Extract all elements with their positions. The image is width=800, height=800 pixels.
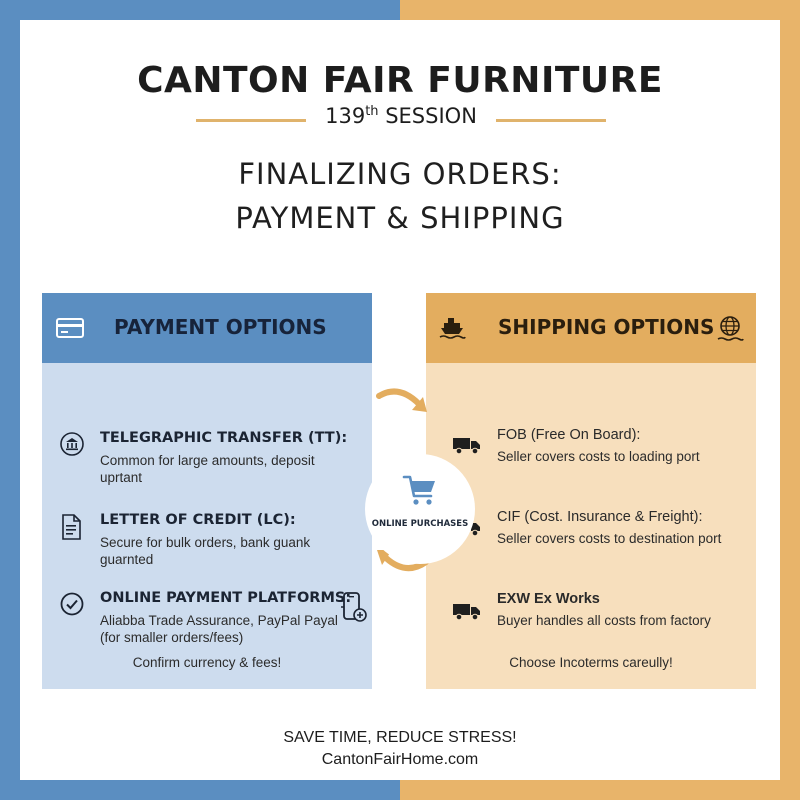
payment-options-header: PAYMENT OPTIONS (42, 293, 372, 363)
payment-item-desc: Aliabba Trade Assurance, PayPal Payal (f… (100, 613, 338, 645)
truck-icon (453, 438, 480, 455)
footer-website: CantonFairHome.com (321, 751, 479, 768)
shopping-cart-icon (402, 475, 435, 505)
arrow-right-icon (376, 388, 427, 412)
online-purchases-hub: ONLINE PURCHASES (365, 454, 475, 564)
session-divider-right (496, 119, 606, 122)
payment-options-panel: PAYMENT OPTIONS TELEGRAPHIC TRANSFER (TT… (42, 293, 372, 689)
payment-item-title: TELEGRAPHIC TRANSFER (TT): (100, 430, 348, 446)
shipping-options-header: SHIPPING OPTIONS (426, 293, 756, 363)
shipping-options-panel: SHIPPING OPTIONS FOB (Free On Board): Se… (426, 293, 756, 689)
page-title: CANTON FAIR FURNITURE (137, 60, 663, 101)
hub-label: ONLINE PURCHASES (371, 519, 469, 529)
truck-icon (453, 604, 480, 621)
session-number: 139 (325, 104, 366, 128)
content-card: CANTON FAIR FURNITURE 139th SESSION FINA… (20, 20, 780, 780)
subtitle-line-2: PAYMENT & SHIPPING (235, 201, 565, 235)
payment-item-desc: Common for large amounts, deposit uprtan… (100, 453, 315, 485)
session-word: SESSION (378, 104, 477, 128)
payment-item-title: ONLINE PAYMENT PLATFORMS: (100, 590, 352, 606)
shipping-item-desc: Seller covers costs to destination port (497, 531, 722, 546)
payment-options-title: PAYMENT OPTIONS (114, 315, 327, 339)
payment-item-title: LETTER OF CREDIT (LC): (100, 512, 296, 528)
shipping-item-desc: Buyer handles all costs from factory (497, 613, 711, 628)
bank-icon (60, 432, 84, 456)
check-circle-icon (60, 592, 84, 616)
shipping-options-title: SHIPPING OPTIONS (498, 315, 715, 339)
session-suffix: th (365, 104, 379, 119)
subtitle-line-1: FINALIZING ORDERS: (238, 157, 562, 191)
footer-tagline: SAVE TIME, REDUCE STRESS! (283, 729, 517, 746)
payment-footer-note: Confirm currency & fees! (132, 655, 282, 670)
globe-icon (717, 316, 744, 341)
shipping-item-desc: Seller covers costs to loading port (497, 449, 700, 464)
shipping-item-title: CIF (Cost. Insurance & Freight): (497, 509, 703, 525)
session-label: 139th SESSION (306, 104, 496, 128)
payment-item-desc: Secure for bulk orders, bank guank guarn… (100, 535, 311, 567)
document-icon (62, 514, 81, 540)
shipping-item-title: FOB (Free On Board): (497, 427, 641, 443)
shipping-item-title: EXW Ex Works (497, 591, 600, 607)
session-divider-left (196, 119, 306, 122)
credit-card-icon (56, 318, 84, 338)
session-row: 139th SESSION (20, 104, 780, 134)
mobile-payment-icon (341, 592, 367, 622)
shipping-footer-note: Choose Incoterms careully! (509, 655, 673, 670)
ship-icon (439, 318, 466, 339)
